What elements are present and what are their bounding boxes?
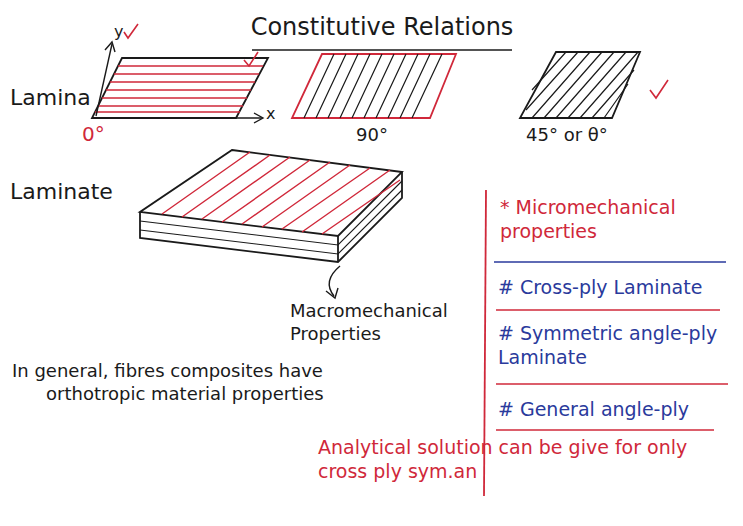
section-heading: Lamina [10, 84, 91, 112]
note-item: # Cross-ply Laminate [498, 276, 724, 300]
check-mark [124, 24, 138, 38]
check-mark [650, 80, 668, 98]
title-underline [252, 49, 512, 51]
note-item: # Symmetric angle-ply Laminate [498, 322, 730, 370]
lamina-90-deg [292, 54, 456, 118]
section-heading: Laminate [10, 178, 113, 206]
note-item: * Micromechanical properties [500, 196, 700, 244]
rule-line [494, 261, 726, 263]
rule-line [496, 429, 714, 431]
page-title: Constitutive Relations [251, 12, 514, 42]
lamina-45-deg [520, 52, 640, 118]
axis-label: y [114, 22, 123, 42]
note-item: # General angle-ply [498, 398, 730, 422]
lamina-0-deg [92, 42, 268, 123]
angle-label: 45° or θ° [526, 124, 608, 147]
rule-line [496, 383, 728, 385]
pointer-label: Macromechanical Properties [290, 300, 470, 345]
check-mark [244, 52, 258, 66]
axis-label: x [266, 104, 275, 124]
rule-line [496, 309, 720, 311]
laminate-plate [140, 150, 402, 298]
angle-label: 90° [356, 124, 388, 147]
angle-label: 0° [82, 122, 105, 147]
general-note: In general, fibres composites have ortho… [12, 360, 336, 405]
conclusion-note: Analytical solution can be give for only… [318, 436, 728, 484]
